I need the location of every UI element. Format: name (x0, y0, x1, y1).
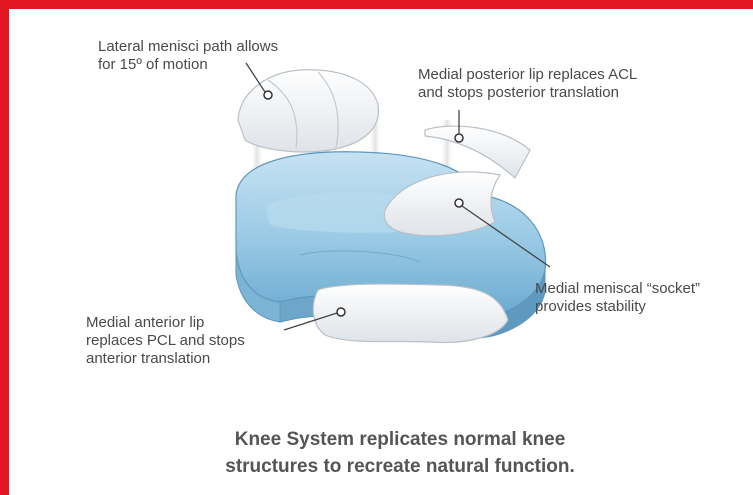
caption-line-2: structures to recreate natural function. (150, 453, 650, 480)
label-medial-posterior-lip: Medial posterior lip replaces ACL and st… (418, 66, 637, 102)
medial-anterior-lip-insert (284, 284, 508, 343)
caption: Knee System replicates normal knee struc… (150, 426, 650, 480)
lateral-menisci-insert (238, 63, 378, 152)
label-lateral-menisci-path: Lateral menisci path allows for 15º of m… (98, 38, 278, 74)
label-medial-meniscal-socket: Medial meniscal “socket” provides stabil… (535, 280, 700, 316)
caption-line-1: Knee System replicates normal knee (150, 426, 650, 453)
label-medial-anterior-lip: Medial anterior lip replaces PCL and sto… (86, 314, 245, 368)
